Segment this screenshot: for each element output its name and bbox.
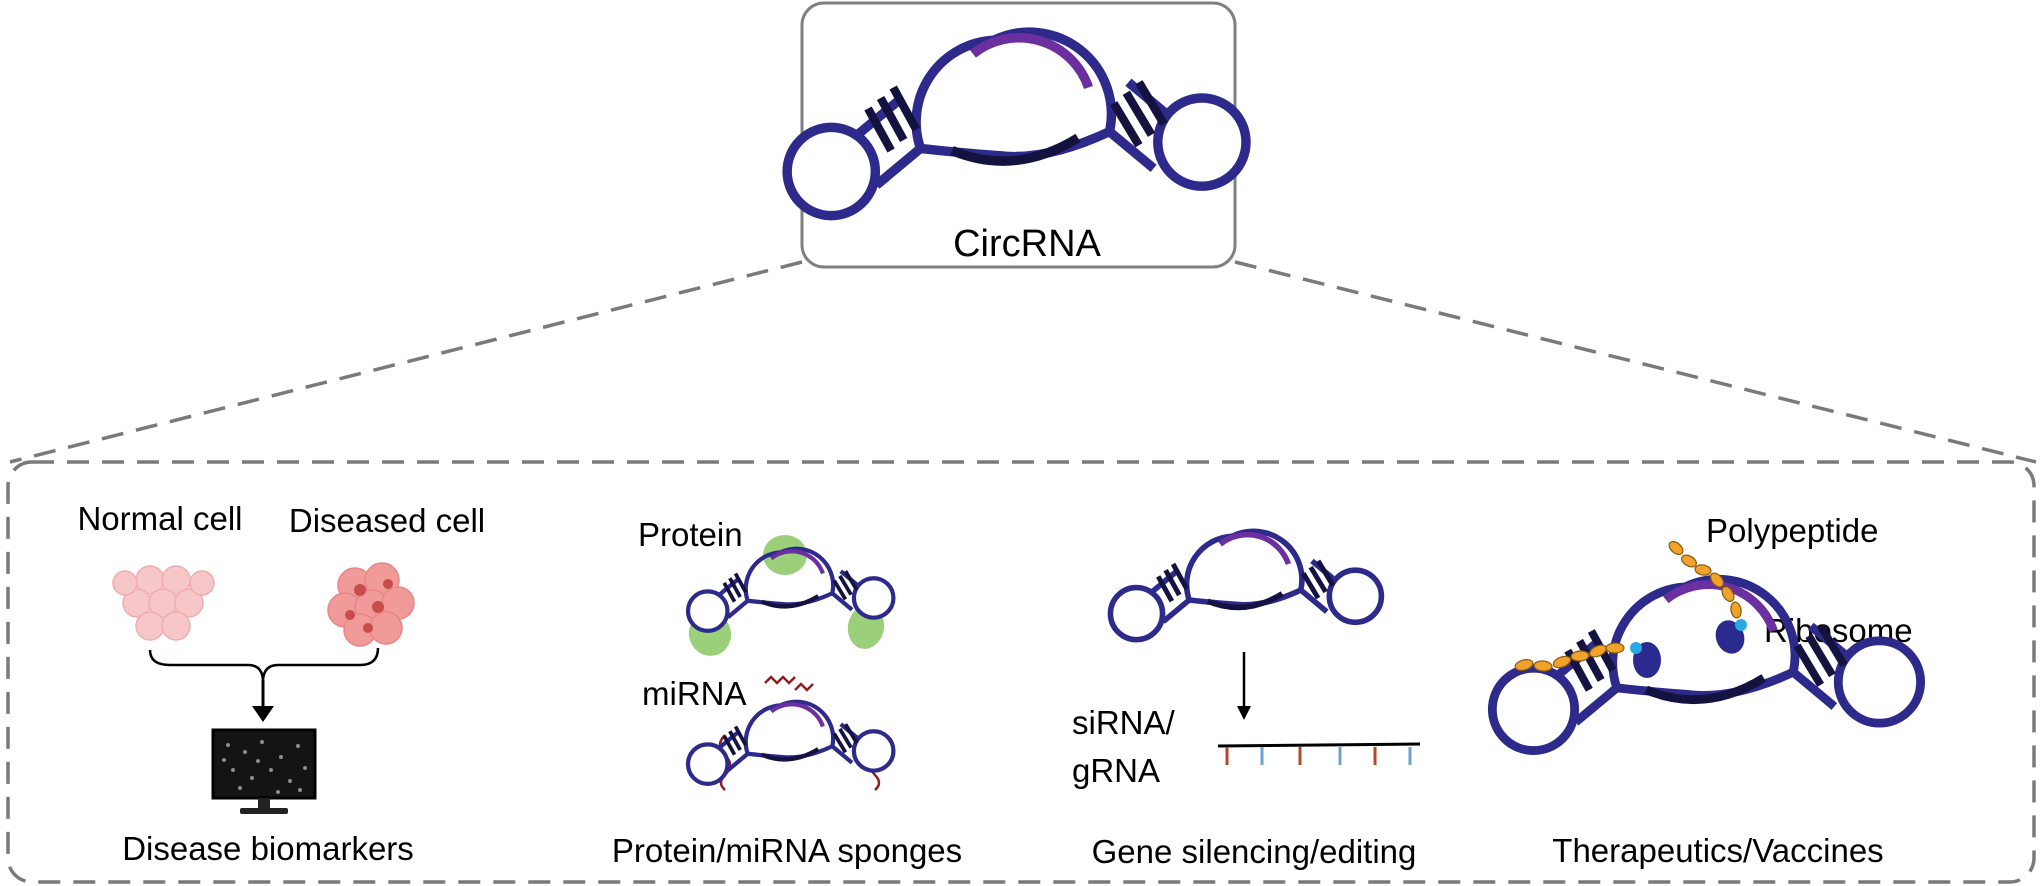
protein-label: Protein	[638, 516, 743, 553]
diseased-cell-icon	[327, 562, 415, 647]
circrna-silencing	[1110, 531, 1381, 639]
circrna-title: CircRNA	[953, 223, 1101, 265]
applications-panel	[6, 460, 2036, 884]
circrna-mirna-sponge	[688, 702, 893, 784]
sponges-caption: Protein/miRNA sponges	[612, 832, 962, 869]
silencing-caption: Gene silencing/editing	[1092, 833, 1417, 870]
biomarkers-panel: Normal cell Diseased cell	[77, 500, 485, 867]
therapeutics-caption: Therapeutics/Vaccines	[1552, 832, 1883, 869]
polypeptide-label: Polypeptide	[1706, 512, 1878, 549]
brace-connector	[148, 647, 380, 681]
diseased-cell-label: Diseased cell	[289, 502, 485, 539]
monitor-icon	[211, 728, 317, 814]
guide-rna-strand	[1217, 742, 1421, 765]
zoom-connector-lines	[9, 260, 2037, 464]
cell-cluster-icon	[112, 565, 215, 641]
arrow-head	[1237, 706, 1251, 720]
ribosome-icon	[1633, 620, 1745, 678]
circrna-header-box: CircRNA	[787, 1, 1246, 269]
polypeptide-icon	[1514, 540, 1742, 672]
arrow-head	[252, 706, 274, 722]
normal-cell-label: Normal cell	[77, 500, 242, 537]
mirna-label: miRNA	[642, 675, 747, 712]
sirna-label-line2: gRNA	[1072, 752, 1160, 789]
sirna-label-line1: siRNA/	[1072, 704, 1176, 741]
trna-icon	[1630, 619, 1747, 654]
biomarkers-caption: Disease biomarkers	[122, 830, 414, 867]
silencing-panel: siRNA/ gRNA Gene silencing/editing	[1072, 531, 1421, 870]
therapeutics-panel: Polypeptide Ribosome	[1492, 512, 1920, 869]
sponges-panel: Protein miRNA Protein/miRNA sponges	[612, 516, 962, 869]
